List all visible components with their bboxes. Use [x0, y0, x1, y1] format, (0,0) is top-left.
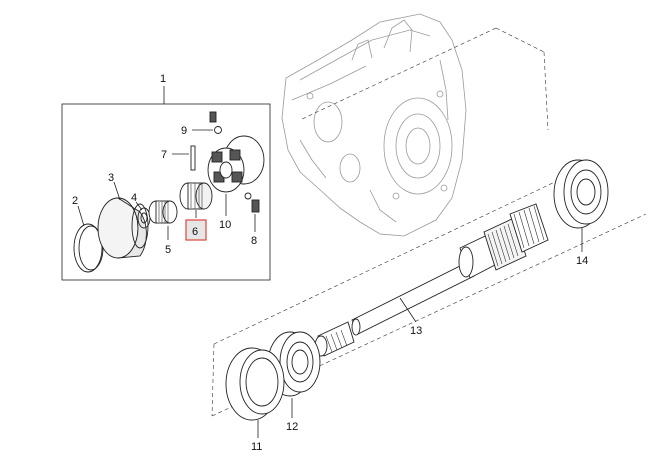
part-7-pin: [172, 145, 196, 171]
part-10-coupling-housing: [207, 135, 265, 216]
part-2-snap-ring: [73, 205, 104, 273]
label-14[interactable]: 14: [576, 255, 588, 267]
part-6-splined-hub: [179, 182, 213, 218]
shaft-gear-teeth: [487, 223, 519, 267]
label-1[interactable]: 1: [160, 73, 166, 85]
gearbox-housing: [281, 13, 467, 237]
label-4[interactable]: 4: [131, 192, 137, 204]
part-11-seal: [225, 347, 285, 438]
subassembly-frame: [61, 86, 271, 281]
part-3-cover: [97, 181, 149, 259]
label-11[interactable]: 11: [251, 441, 262, 453]
part-6-highlight-box[interactable]: [185, 219, 207, 241]
label-7[interactable]: 7: [161, 149, 167, 161]
label-2[interactable]: 2: [72, 195, 78, 207]
part-14-bearing: [553, 159, 609, 252]
label-3[interactable]: 3: [108, 172, 114, 184]
label-13[interactable]: 13: [410, 325, 422, 337]
part-5-needle-bearing: [148, 200, 178, 240]
shaft-bevel-gear: [513, 205, 545, 249]
part-13-main-shaft: [314, 203, 549, 357]
callout-labels: 1 2 3 4 5 6 7 8 9 10 11 12 13 14: [72, 73, 588, 453]
label-5[interactable]: 5: [165, 244, 171, 256]
label-6[interactable]: 6: [192, 226, 198, 238]
part-9-ball: [192, 111, 222, 134]
label-10[interactable]: 10: [219, 219, 231, 231]
label-9[interactable]: 9: [181, 125, 187, 137]
label-12[interactable]: 12: [286, 421, 298, 433]
part-8-spring: [244, 192, 260, 232]
part-12-bearing: [267, 331, 321, 418]
label-8[interactable]: 8: [251, 235, 257, 247]
